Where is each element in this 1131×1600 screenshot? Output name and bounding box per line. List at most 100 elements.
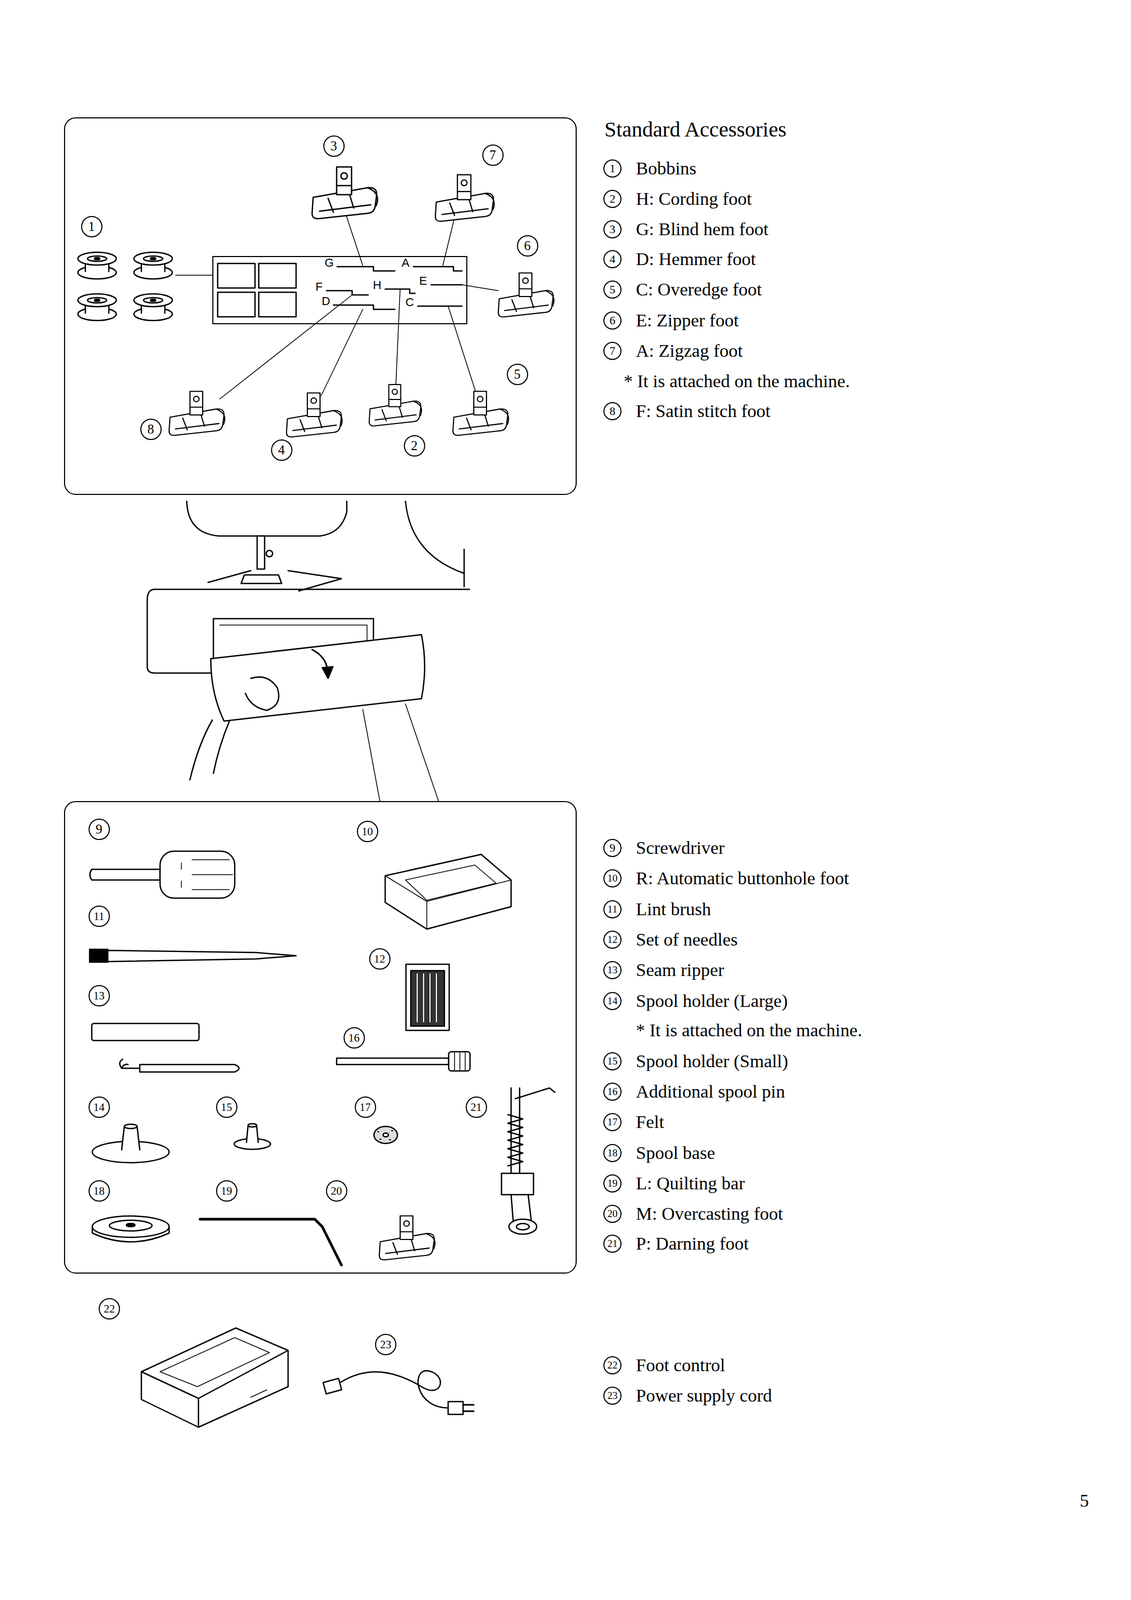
darning-ring-hole (516, 1223, 530, 1231)
callout-number: 20 (603, 1205, 622, 1224)
callout-number: 14 (603, 992, 622, 1011)
felt (373, 1126, 398, 1144)
callout-number: 21 (465, 1096, 488, 1119)
spool-pin-grip (454, 1053, 466, 1071)
accessory-name: E: Zipper foot (635, 309, 739, 332)
callout-number: 22 (98, 1298, 121, 1320)
foot-control-vent (250, 1390, 267, 1405)
brush-bristles (89, 949, 108, 963)
buttonhole-foot (385, 854, 512, 930)
accessory-name: Seam ripper (635, 959, 724, 982)
callout-number: 8 (140, 418, 162, 441)
ripper-handle (139, 1064, 240, 1073)
callout-number: 9 (88, 818, 110, 841)
bobbin (133, 293, 173, 321)
spool-base-inner (109, 1220, 153, 1232)
foot-letter: D (321, 295, 331, 308)
spool-base-rim (92, 1227, 170, 1243)
spool-holder-cone (121, 1126, 140, 1151)
foot-letter: C (405, 296, 414, 309)
hemmer-foot (286, 393, 342, 438)
foot-slot (337, 266, 395, 272)
callout-number: 19 (216, 1180, 238, 1202)
leader-line (175, 274, 213, 276)
callout-number: 23 (375, 1334, 397, 1356)
blind-hem-foot (312, 166, 378, 219)
darning-body (501, 1173, 534, 1196)
spool-base (92, 1216, 170, 1238)
note-text: * It is attached on the machine. (623, 370, 850, 393)
callout-number: 7 (482, 144, 504, 166)
open-arrow-head (322, 666, 333, 679)
callout-number: 17 (354, 1096, 377, 1119)
foot-slot (431, 284, 463, 286)
accessory-name: R: Automatic buttonhole foot (635, 867, 849, 890)
spool-holder-top (248, 1124, 257, 1128)
satin-stitch-foot (169, 391, 225, 436)
overcasting-foot (379, 1216, 435, 1261)
accessory-name: F: Satin stitch foot (635, 400, 771, 423)
bobbin-compartment (258, 292, 297, 317)
power-cord (340, 1371, 449, 1409)
callout-number: 1 (603, 159, 622, 178)
plug-prong (463, 1405, 474, 1412)
machine-arm (405, 501, 465, 574)
leader-line (442, 217, 455, 266)
darning-leg (511, 1195, 532, 1222)
spool-pin-shaft (336, 1058, 449, 1065)
leader-line (462, 284, 499, 291)
callout-number: 18 (603, 1144, 622, 1163)
foot-slot (326, 290, 369, 296)
callout-number: 13 (603, 961, 622, 980)
needle-screw (266, 550, 273, 557)
ripper-cap (91, 1023, 199, 1041)
leader-line (219, 295, 353, 400)
callout-number: 21 (603, 1235, 622, 1254)
callout-number: 14 (88, 1096, 110, 1119)
callout-number: 20 (325, 1180, 348, 1202)
page-number: 5 (1079, 1490, 1089, 1513)
callout-number: 11 (603, 900, 622, 919)
spool-base-hole (126, 1223, 135, 1228)
accessory-name: Foot control (635, 1355, 726, 1377)
callout-number: 11 (88, 905, 110, 928)
foot-control-edge (141, 1350, 289, 1428)
spool-pin-head (448, 1052, 471, 1072)
foot-slot (413, 266, 463, 272)
zipper-foot (498, 273, 554, 318)
quilting-bar (200, 1219, 342, 1266)
accessory-name: C: Overedge foot (635, 279, 762, 301)
bobbin-compartment (217, 263, 256, 289)
machine-head (186, 501, 347, 537)
callout-number: 13 (88, 985, 110, 1007)
buttonhole-edge (385, 875, 512, 930)
needle-bar (257, 536, 265, 570)
note-text: * It is attached on the machine. (635, 1020, 863, 1042)
callout-number: 6 (516, 235, 539, 257)
callout-number: 4 (271, 439, 293, 461)
accessory-name: Power supply cord (635, 1385, 772, 1408)
callout-number: 16 (343, 1027, 365, 1049)
accessory-name: Set of needles (635, 929, 738, 952)
cording-foot (369, 384, 422, 427)
felt-hole (383, 1133, 389, 1138)
bed-front (147, 589, 214, 674)
cord-socket (323, 1378, 342, 1395)
accessory-name: Spool holder (Small) (635, 1050, 788, 1073)
callout-number: 2 (603, 189, 622, 209)
callout-number: 1 (81, 216, 103, 238)
brush-handle (107, 950, 297, 962)
foot-letter: F (315, 281, 323, 293)
leader-line (344, 209, 363, 266)
callout-number: 5 (603, 280, 622, 299)
overedge-foot (452, 391, 509, 436)
zigzag-foot (435, 174, 495, 222)
accessory-panel: 9101112131614151721181920 (64, 801, 577, 1274)
foot-control (141, 1328, 289, 1428)
accessory-name: Lint brush (635, 898, 712, 921)
screwdriver-mark (180, 863, 182, 888)
accessory-name: Felt (635, 1111, 665, 1134)
